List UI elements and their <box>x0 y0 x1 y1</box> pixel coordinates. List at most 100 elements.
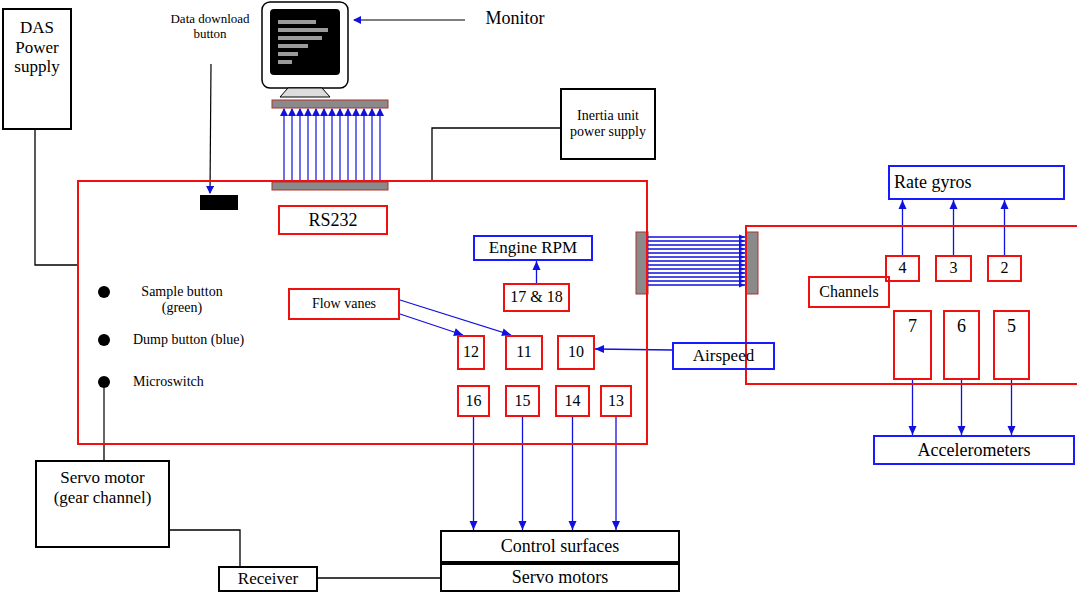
connector-arrow <box>1008 380 1016 435</box>
channel-box: 3 <box>935 255 972 282</box>
channel-box: 12 <box>457 335 485 370</box>
connector-line <box>648 284 745 285</box>
download-button <box>200 195 238 210</box>
box-label: Engine RPM <box>489 238 577 258</box>
connector-line <box>35 130 77 265</box>
sensor-box: Airspeed <box>672 342 775 370</box>
servo-box: Servo motor (gear channel) <box>35 460 170 548</box>
arrowhead <box>1001 200 1009 209</box>
connector-arrow <box>958 380 966 435</box>
connector-line <box>615 417 616 530</box>
arrowhead <box>470 521 478 530</box>
connector-line <box>170 530 240 566</box>
box-label: 6 <box>957 316 966 337</box>
wire <box>318 578 440 579</box>
component-box: Control surfaces <box>440 530 680 563</box>
connector-line <box>648 248 745 249</box>
wire <box>104 445 105 460</box>
button-dot <box>98 286 110 298</box>
connector-bar <box>272 182 388 190</box>
box-label: 5 <box>1007 316 1016 337</box>
channel-box: 2 <box>987 255 1022 282</box>
component-box: Servo motors <box>440 563 680 592</box>
button-label: Sample button (green) <box>127 284 237 316</box>
connector-arrow <box>533 261 541 283</box>
callout-box: Channels <box>808 276 890 308</box>
box-label: 7 <box>908 316 917 337</box>
monitor-icon <box>262 2 348 97</box>
connector-bar <box>746 232 758 294</box>
wire <box>103 388 104 445</box>
connector-arrow <box>569 417 577 530</box>
power-supply-box: Inertia unit power supply <box>560 88 656 160</box>
connector-line <box>595 349 672 350</box>
channel-box: 5 <box>993 310 1030 380</box>
connector-arrow <box>950 200 958 255</box>
box-label: 16 <box>466 392 482 410</box>
box-label: 15 <box>515 392 531 410</box>
box-label: 13 <box>608 392 624 410</box>
connector-line <box>648 268 745 269</box>
button-label: Dump button (blue) <box>133 332 313 348</box>
connector-line <box>648 244 745 245</box>
connector-line <box>648 280 745 281</box>
monitor-body <box>262 2 348 88</box>
connector-arrow <box>519 417 527 530</box>
channel-box: 11 <box>505 335 543 370</box>
connector-line <box>318 577 440 578</box>
connector-line <box>648 260 745 261</box>
box-label: Servo motors <box>512 567 609 588</box>
box-label: 10 <box>568 343 584 361</box>
arrowhead <box>519 521 527 530</box>
screen-line <box>278 28 328 32</box>
channel-box: 7 <box>893 310 932 380</box>
channel-box: 10 <box>557 335 595 370</box>
wire <box>170 530 240 566</box>
box-label: 4 <box>899 259 907 277</box>
monitor-stand <box>280 88 330 97</box>
power-supply-box: DAS Power supply <box>2 8 72 130</box>
arrowhead <box>612 521 620 530</box>
box-label: 2 <box>1001 259 1009 277</box>
channel-box: 14 <box>555 385 590 417</box>
box-label: Control surfaces <box>501 536 619 557</box>
connector-arrow <box>1001 200 1009 255</box>
connector-line <box>648 264 745 265</box>
arrowhead <box>950 200 958 209</box>
box-label: Rate gyros <box>894 172 971 193</box>
screen-line <box>278 44 308 48</box>
port-box: RS232 <box>278 205 388 235</box>
arrowhead <box>569 521 577 530</box>
box-label: 3 <box>950 259 958 277</box>
monitor-screen <box>270 9 340 75</box>
arrowhead <box>533 261 541 270</box>
connector-line <box>648 252 745 253</box>
screen-line <box>278 36 322 40</box>
screen-line <box>278 52 298 56</box>
channel-box: 4 <box>885 255 920 282</box>
box-label: Accelerometers <box>918 440 1031 461</box>
channel-box: 16 <box>457 385 490 417</box>
connector-arrow <box>612 417 620 530</box>
box-label: DAS Power supply <box>8 18 66 77</box>
box-label: Servo motor (gear channel) <box>41 468 164 507</box>
arrowhead <box>899 200 907 209</box>
screen-line <box>278 60 292 64</box>
wire <box>432 128 560 180</box>
channel-box: 13 <box>600 385 632 417</box>
box-label: Flow vanes <box>312 296 376 312</box>
button-dot <box>98 376 110 388</box>
callout-box: Flow vanes <box>288 288 400 320</box>
leader-arrow <box>210 64 211 193</box>
connector-bar <box>272 100 388 108</box>
callout-label: Monitor <box>470 8 560 29</box>
box-label: 17 & 18 <box>510 288 562 306</box>
box-label: 12 <box>463 343 479 361</box>
arrowhead <box>958 426 966 435</box>
das-unit-box: Sample button (green)Dump button (blue)M… <box>77 180 648 445</box>
wire <box>35 130 77 265</box>
arrowhead <box>1008 426 1016 435</box>
connector-arrow <box>595 345 672 353</box>
connector-line <box>522 417 523 530</box>
channel-box: 15 <box>505 385 540 417</box>
